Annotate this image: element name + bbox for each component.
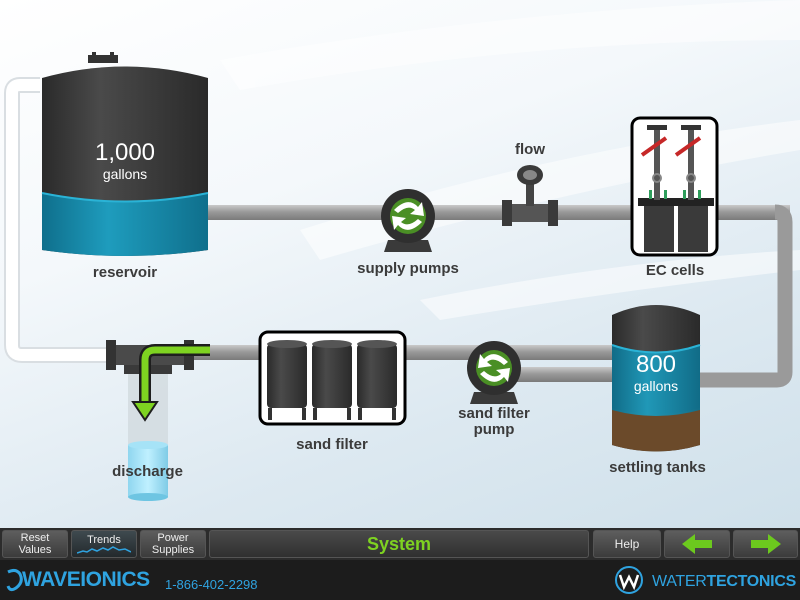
help-button[interactable]: Help bbox=[593, 530, 661, 558]
sand-filter-pump-icon bbox=[467, 341, 521, 404]
bottom-toolbar: Reset Values Trends Power Supplies Syste… bbox=[0, 528, 800, 560]
settling-volume-value: 800 bbox=[635, 351, 677, 378]
sand-filter-pump-label: sand filter pump bbox=[458, 405, 530, 438]
brand-tectonics: TECTONICS bbox=[706, 573, 797, 590]
brand-water: WATER bbox=[652, 573, 707, 590]
reservoir-label: reservoir bbox=[92, 264, 158, 281]
supply-pumps-label: supply pumps bbox=[357, 260, 459, 277]
reservoir-tank bbox=[41, 52, 209, 256]
power-supplies-label: Power Supplies bbox=[151, 532, 195, 556]
discharge-unit bbox=[106, 340, 210, 501]
waveionics-logo: WAVEIONICS bbox=[22, 568, 150, 591]
power-supplies-button[interactable]: Power Supplies bbox=[140, 530, 206, 558]
settling-volume-unit: gallons bbox=[633, 378, 679, 394]
flow-meter-icon bbox=[502, 165, 558, 226]
discharge-label: discharge bbox=[112, 463, 183, 480]
ec-cells-label: EC cells bbox=[645, 262, 705, 279]
reservoir-volume: 1,000 gallons bbox=[75, 139, 175, 183]
back-button[interactable] bbox=[664, 530, 730, 558]
reservoir-volume-value: 1,000 bbox=[94, 139, 156, 166]
arrow-left-icon bbox=[682, 534, 712, 554]
screen-title: System bbox=[209, 530, 589, 558]
watertectonics-logo: WATERTECTONICS bbox=[652, 573, 796, 591]
arrow-right-icon bbox=[750, 534, 781, 554]
watertectonics-logo-icon bbox=[615, 566, 643, 594]
trends-label: Trends bbox=[87, 533, 121, 546]
reset-values-label: Reset Values bbox=[18, 532, 52, 556]
footer: WAVEIONICS 1-866-402-2298 WATERTECTONICS bbox=[0, 560, 800, 600]
settling-volume: 800 gallons bbox=[610, 351, 702, 395]
sand-filter-label: sand filter bbox=[296, 436, 368, 453]
sand-filter-unit bbox=[258, 330, 407, 426]
phone-number: 1-866-402-2298 bbox=[165, 577, 258, 592]
reset-values-button[interactable]: Reset Values bbox=[2, 530, 68, 558]
flow-label: flow bbox=[515, 141, 545, 158]
forward-button[interactable] bbox=[733, 530, 798, 558]
trends-sparkline-icon bbox=[77, 545, 131, 554]
settling-tank bbox=[611, 305, 701, 452]
waveionics-logo-icon bbox=[6, 568, 23, 592]
settling-tanks-label: settling tanks bbox=[609, 459, 706, 476]
ec-cells-unit bbox=[630, 116, 719, 257]
help-label: Help bbox=[614, 537, 640, 551]
trends-button[interactable]: Trends bbox=[71, 530, 137, 558]
settling-feed-pipe bbox=[700, 204, 793, 388]
diagram-canvas bbox=[4, 52, 793, 501]
supply-pump-icon bbox=[381, 189, 435, 252]
process-diagram: 1,000 gallons reservoir supply pumps flo… bbox=[0, 0, 800, 528]
reservoir-volume-unit: gallons bbox=[102, 166, 148, 182]
